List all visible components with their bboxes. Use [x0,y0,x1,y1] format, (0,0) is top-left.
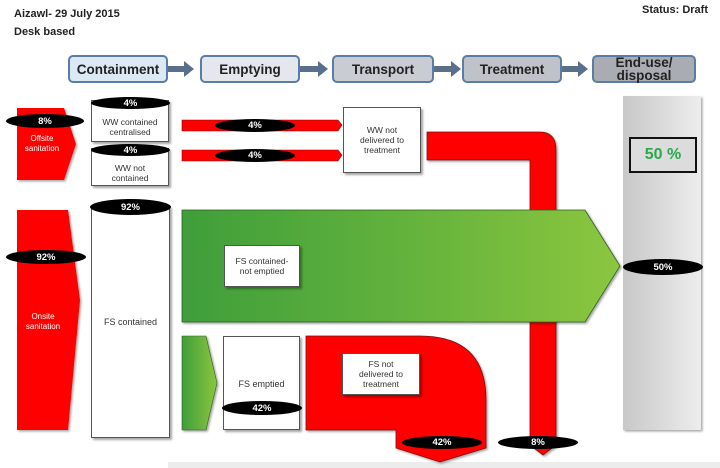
footer-bar [168,462,720,468]
connector-arrow [300,61,328,77]
onsite-sanitation-label: Onsite sanitation [25,312,61,331]
connector-arrow [560,61,588,77]
onsite-percent-badge: 92% [6,250,86,264]
status-label: Status: Draft [641,4,708,16]
stage-transport: Transport [332,55,434,83]
box-label: WW contained centralised [102,117,158,137]
ww-not-contained-flow-badge: 4% [215,149,295,162]
fs-emptied-percent-badge: 42% [222,401,302,415]
report-title: Aizawl- 29 July 2015 [14,8,120,20]
fs-not-emptied-box: FS contained- not emptied [224,245,300,287]
stage-label: Transport [351,61,415,77]
box-label: FS contained [103,317,158,327]
stage-connectors [166,61,588,77]
stage-emptying: Emptying [200,55,300,83]
box-label: WW not delivered to treatment [360,125,404,155]
fs-emptied-box: FS emptied [223,336,300,430]
connector-arrow [433,61,461,77]
offsite-sanitation-label: Offsite sanitation [24,134,60,153]
box-label: WW not contained [111,163,149,183]
ww-centralised-percent-badge: 4% [91,97,170,109]
fs-not-delivered-percent-badge: 42% [402,436,482,449]
fs-contained-box: FS contained [91,206,170,438]
box-label: FS emptied [238,379,285,389]
stage-treatment: Treatment [462,55,562,83]
fs-not-delivered-box: FS not delivered to treatment [342,353,420,395]
offsite-percent-badge: 8% [6,114,84,128]
stage-label: Treatment [479,61,545,77]
end-use-safe-percent-badge: 50% [623,259,703,275]
safely-managed-score: 50 % [644,146,682,163]
box-label: FS not delivered to treatment [359,359,403,389]
ww-not-delivered-box: WW not delivered to treatment [343,107,421,173]
fs-contained-percent-badge: 92% [90,199,171,215]
ww-unsafe-out-badge: 8% [498,436,578,449]
safely-managed-score-box: 50 % [629,137,697,173]
fs-not-emptied-arrow [181,209,621,323]
stage-label: Containment [76,61,160,77]
stage-label: Emptying [219,61,281,77]
onsite-sanitation-shape [17,210,80,430]
report-subtitle: Desk based [14,26,76,38]
stage-containment: Containment [68,55,168,83]
stage-label: End-use/ disposal [615,55,673,83]
ww-centralised-flow-badge: 4% [215,119,295,132]
box-label: FS contained- not emptied [235,256,289,276]
connector-arrow [166,61,194,77]
stage-end-use-disposal: End-use/ disposal [592,55,696,83]
fs-emptied-flow-arrow [181,335,218,431]
ww-not-contained-percent-badge: 4% [91,144,170,156]
